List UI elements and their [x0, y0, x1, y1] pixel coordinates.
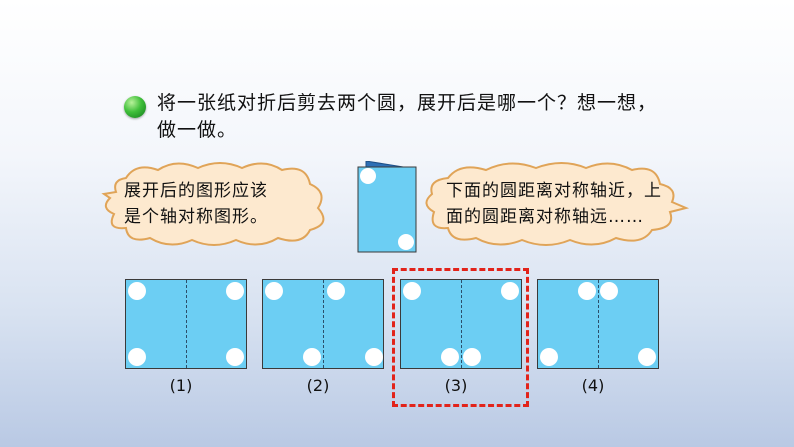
hole-circle [501, 282, 519, 300]
hole-circle [128, 282, 146, 300]
option-card-3[interactable] [400, 279, 522, 369]
hole-circle [441, 348, 459, 366]
hole-circle [265, 282, 283, 300]
folded-paper-illustration [357, 161, 417, 253]
bubble-left-line1: 展开后的图形应该 [124, 181, 268, 201]
hole-circle [226, 282, 244, 300]
option-label-3: (3) [444, 376, 468, 395]
hole-circle [463, 348, 481, 366]
hole-circle [327, 282, 345, 300]
symmetry-axis [323, 280, 324, 368]
hole-circle [128, 348, 146, 366]
symmetry-axis [186, 280, 187, 368]
thought-bubble-left [101, 162, 325, 246]
symmetry-axis [461, 280, 462, 368]
hole-circle [303, 348, 321, 366]
question-text: 将一张纸对折后剪去两个圆，展开后是哪一个？想一想，做一做。 [157, 92, 658, 141]
bubble-left-line2: 是个轴对称图形。 [124, 207, 268, 227]
hole-circle [638, 348, 656, 366]
hole-circle [403, 282, 421, 300]
green-bullet-icon [124, 96, 146, 118]
symmetry-axis [598, 280, 599, 368]
thought-bubble-right [425, 162, 690, 246]
option-label-1: (1) [169, 376, 193, 395]
hole-circle [540, 348, 558, 366]
hole-circle [226, 348, 244, 366]
option-label-4: (4) [581, 376, 605, 395]
option-label-2: (2) [306, 376, 330, 395]
option-card-2[interactable] [262, 279, 384, 369]
bubble-right-line1: 下面的圆距离对称轴近，上 [446, 181, 662, 201]
hole-circle [365, 348, 383, 366]
hole-circle [600, 282, 618, 300]
option-card-1[interactable] [125, 279, 247, 369]
bubble-right-line2: 面的圆距离对称轴远…… [446, 207, 644, 227]
answer-highlight-box [392, 268, 529, 407]
hole-circle [578, 282, 596, 300]
option-card-4[interactable] [537, 279, 659, 369]
